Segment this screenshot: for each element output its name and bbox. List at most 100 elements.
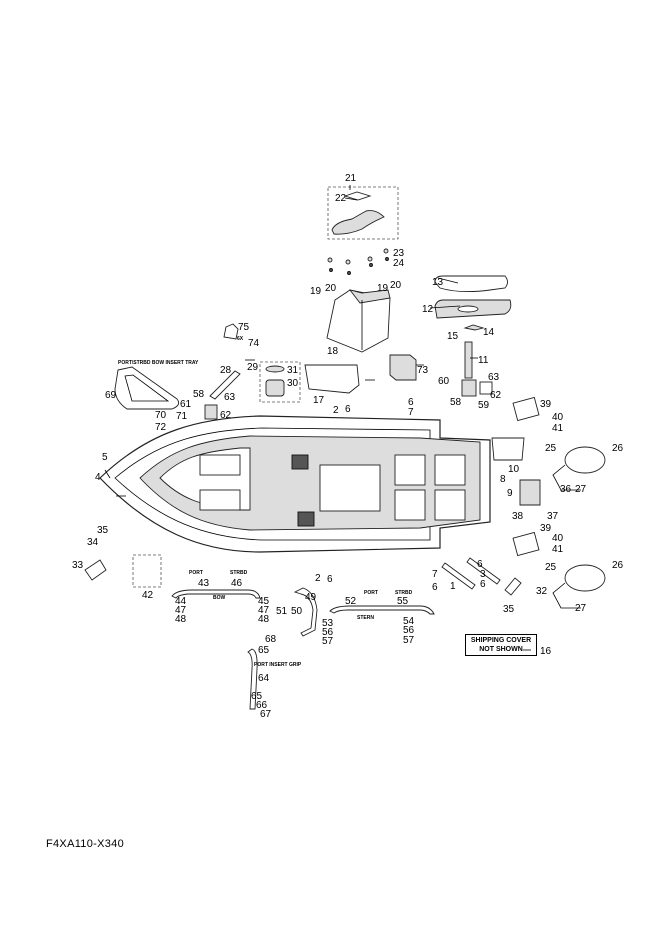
- part-callout-33: 33: [72, 560, 84, 571]
- part-callout-67: 67: [260, 709, 272, 720]
- post-11: [464, 341, 473, 379]
- part-callout-41: 41: [552, 544, 564, 555]
- part-callout-58: 58: [193, 389, 205, 400]
- part-callout-43: 43: [198, 578, 210, 589]
- part-callout-7: 7: [408, 407, 414, 418]
- part-callout-17: 17: [313, 395, 325, 406]
- part-callout-28: 28: [220, 365, 232, 376]
- note-port-bow: PORT: [189, 570, 203, 576]
- part-callout-42: 42: [142, 590, 154, 601]
- part-callout-26: 26: [612, 560, 624, 571]
- part-callout-56: 56: [322, 627, 334, 638]
- part-callout-71: 71: [176, 411, 188, 422]
- part-callout-15: 15: [447, 331, 459, 342]
- part-callout-61: 61: [180, 399, 192, 410]
- part-callout-55: 55: [397, 596, 409, 607]
- part-callout-49: 49: [305, 592, 317, 603]
- shipping-cover-line2: NOT SHOWN: [479, 646, 523, 653]
- shipping-cover-note: SHIPPING COVER NOT SHOWN: [465, 634, 537, 656]
- part-callout-6: 6: [408, 397, 414, 408]
- part-callout-53: 53: [322, 618, 334, 629]
- part-callout-6: 6: [477, 559, 483, 570]
- part-callout-70: 70: [155, 410, 167, 421]
- part-callout-20: 20: [390, 280, 402, 291]
- part-callout-48: 48: [258, 614, 270, 625]
- console-body: [326, 289, 391, 353]
- part-callout-31: 31: [287, 365, 299, 376]
- part-callout-37: 37: [547, 511, 559, 522]
- part-callout-59: 59: [478, 400, 490, 411]
- part-callout-40: 40: [552, 533, 564, 544]
- part-callout-6: 6: [327, 574, 333, 585]
- part-callout-38: 38: [512, 511, 524, 522]
- boat-hull: [99, 415, 491, 553]
- part-callout-8: 8: [500, 474, 506, 485]
- part-callout-56: 56: [403, 625, 415, 636]
- part-callout-48: 48: [175, 614, 187, 625]
- part-callout-19: 19: [310, 286, 322, 297]
- part-callout-63: 63: [488, 372, 500, 383]
- part-callout-63: 63: [224, 392, 236, 403]
- part-callout-73: 73: [417, 365, 429, 376]
- part-callout-6: 6: [432, 582, 438, 593]
- part-callout-13: 13: [432, 277, 444, 288]
- part-callout-25: 25: [545, 443, 557, 454]
- part-callout-65: 65: [251, 691, 263, 702]
- part-callout-39: 39: [540, 523, 552, 534]
- part-callout-21: 21: [345, 173, 357, 184]
- part-callout-44: 44: [175, 596, 187, 607]
- part-callout-1: 1: [450, 581, 456, 592]
- part-callout-29: 29: [247, 362, 259, 373]
- part-callout-24: 24: [393, 258, 405, 269]
- part-callout-52: 52: [345, 596, 357, 607]
- note-strbd-bow: STRBD: [230, 570, 248, 576]
- part-callout-64: 64: [258, 673, 270, 684]
- part-callout-14: 14: [483, 327, 495, 338]
- part-callout-2: 2: [315, 573, 321, 584]
- part-callout-57: 57: [322, 636, 334, 647]
- callouts: 21 22 23 24 19 20 19 20 18 13 12 15 14 1…: [72, 173, 624, 720]
- part-callout-68: 68: [265, 634, 277, 645]
- part-callout-60: 60: [438, 376, 450, 387]
- shipping-cover-line1: SHIPPING COVER: [470, 637, 532, 644]
- part-callout-30: 30: [287, 378, 299, 389]
- note-port-stern: PORT: [364, 590, 378, 596]
- part-callout-27: 27: [575, 603, 587, 614]
- part-callout-40: 40: [552, 412, 564, 423]
- part-callout-4: 4: [95, 472, 101, 483]
- note-stern: STERN: [357, 615, 374, 621]
- part-callout-19: 19: [377, 283, 389, 294]
- part-callout-7: 7: [432, 569, 438, 580]
- part-callout-22: 22: [335, 193, 347, 204]
- part-callout-46: 46: [231, 578, 243, 589]
- part-callout-72: 72: [155, 422, 167, 433]
- part-callout-58: 58: [450, 397, 462, 408]
- part-callout-65: 65: [258, 645, 270, 656]
- part-callout-5: 5: [102, 452, 108, 463]
- part-callout-20: 20: [325, 283, 337, 294]
- diagram-code: F4XA110-X340: [46, 838, 125, 850]
- part-callout-35: 35: [503, 604, 515, 615]
- note-strbd-stern: STRBD: [395, 590, 413, 596]
- part-callout-6: 6: [345, 404, 351, 415]
- part-callout-47: 47: [258, 605, 270, 616]
- part-callout-57: 57: [403, 635, 415, 646]
- note-bow-insert-tray: PORT\STRBD BOW INSERT TRAY: [118, 360, 199, 366]
- part-callout-6: 6: [480, 579, 486, 590]
- part-callout-9: 9: [507, 488, 513, 499]
- part-callout-62: 62: [490, 390, 502, 401]
- part-callout-32: 32: [536, 586, 548, 597]
- console-top-assembly: [327, 186, 399, 275]
- note-bow: BOW: [213, 595, 226, 601]
- cover-13: [434, 275, 508, 293]
- part-callout-39: 39: [540, 399, 552, 410]
- part-callout-51: 51: [276, 606, 288, 617]
- part-callout-10: 10: [508, 464, 520, 475]
- part-callout-25: 25: [545, 562, 557, 573]
- part-callout-3: 3: [480, 569, 486, 580]
- part-callout-47: 47: [175, 605, 187, 616]
- part-callout-16: 16: [540, 646, 552, 657]
- part-callout-23: 23: [393, 248, 405, 259]
- part-callout-34: 34: [87, 537, 99, 548]
